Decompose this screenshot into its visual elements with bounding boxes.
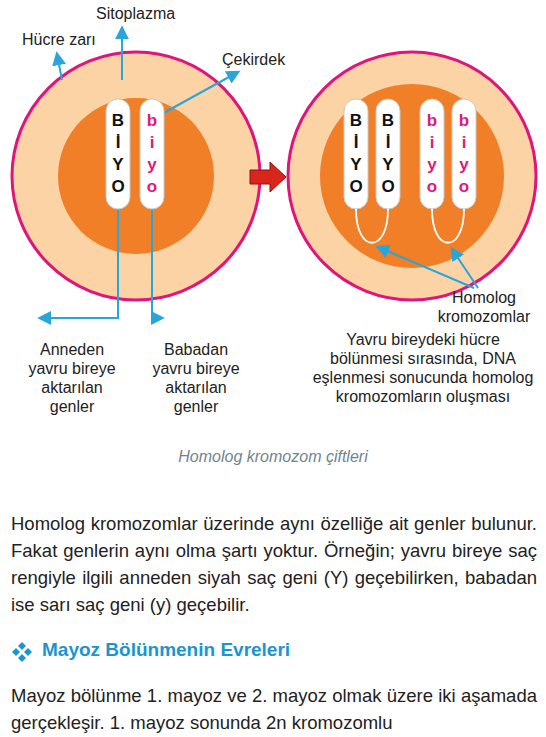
- cell-membrane: [288, 52, 536, 300]
- part-label: Sitoplazma: [96, 4, 206, 24]
- body-paragraph: Mayoz bölünme 1. mayoz ve 2. mayoz olmak…: [11, 682, 537, 736]
- gene-letters: B İ Y O: [110, 98, 126, 198]
- bullet-symbol: [12, 642, 32, 662]
- gene-letters: B İ Y O: [348, 98, 364, 198]
- chromosome-shape: [420, 99, 444, 209]
- chromosome: B İ Y O: [375, 98, 401, 210]
- figure-caption: Homolog kromozom çiftleri: [0, 448, 546, 466]
- gene-letters: b i y o: [144, 98, 160, 198]
- nucleus: [58, 98, 214, 254]
- gene-label: Anneden yavru bireye aktarılan genler: [24, 340, 120, 416]
- chromosome: b i y o: [451, 98, 477, 210]
- chromosome-shape: [106, 99, 130, 209]
- leader-line: [40, 210, 118, 318]
- cell-membrane: [12, 52, 260, 300]
- homolog-link: [356, 209, 388, 243]
- part-label: Çekirdek: [222, 50, 322, 70]
- leader-line: [160, 72, 238, 115]
- leader-line: [57, 54, 62, 80]
- chromosome-shape: [376, 99, 400, 209]
- gene-letters: B İ Y O: [380, 98, 396, 198]
- chromosome-shape: [452, 99, 476, 209]
- chromosome-shape: [140, 99, 164, 209]
- part-label: Hücre zarı: [22, 30, 122, 50]
- gene-letters: b i y o: [424, 98, 440, 198]
- leader-line: [452, 249, 478, 288]
- leader-line: [152, 210, 162, 318]
- leader-line: [121, 28, 123, 80]
- chromosome-shape: [344, 99, 368, 209]
- chromosome: B İ Y O: [343, 98, 369, 210]
- gene-label: Babadan yavru bireye aktarılan genler: [148, 340, 244, 416]
- chromosome: B İ Y O: [105, 98, 131, 210]
- part-label: Homolog kromozomlar: [428, 288, 540, 326]
- body-paragraph: Homolog kromozomlar üzerinde aynı özelli…: [11, 510, 537, 618]
- homolog-link: [432, 209, 464, 243]
- transition-arrow: [250, 162, 286, 192]
- nucleus: [320, 84, 504, 268]
- chromosome: b i y o: [419, 98, 445, 210]
- gene-letters: b i y o: [456, 98, 472, 198]
- section-heading: Mayoz Bölünmenin Evreleri: [42, 638, 522, 662]
- chromosome: b i y o: [139, 98, 165, 210]
- description-note: Yavru bireydeki hücre bölünmesi sırasınd…: [308, 330, 538, 406]
- leader-line: [378, 247, 474, 288]
